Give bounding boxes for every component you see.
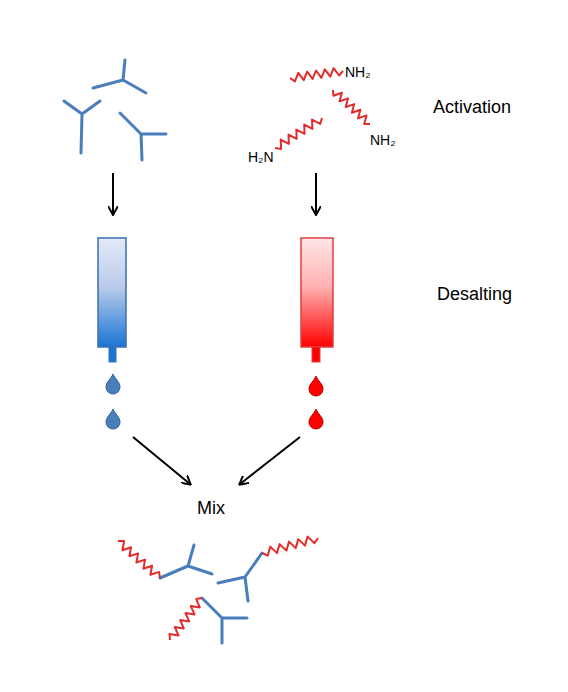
droplet: [309, 409, 323, 429]
antibody-group: [64, 60, 262, 643]
step-label: Activation: [433, 98, 511, 116]
column-tip: [312, 347, 320, 362]
amine-label: H₂N: [248, 150, 274, 164]
droplet: [309, 376, 323, 396]
droplet-group: [106, 374, 323, 429]
desalting-column: [301, 238, 333, 347]
column-tip: [109, 347, 116, 362]
antibody-shape: [160, 545, 212, 578]
droplet: [106, 374, 120, 394]
droplet: [106, 409, 120, 429]
peptide-chain: [170, 598, 203, 640]
step-label: Mix: [197, 499, 225, 517]
amine-label: NH₂: [370, 133, 396, 147]
peptide-chain: [275, 118, 322, 149]
flow-arrow: [240, 437, 300, 484]
flow-arrow: [112, 173, 114, 214]
amine-label: NH₂: [345, 65, 371, 79]
antibody-shape: [218, 553, 262, 601]
flow-arrow: [133, 437, 190, 484]
antibody-shape: [202, 598, 247, 643]
peptide-chain: [262, 537, 318, 556]
antibody-shape: [64, 101, 100, 153]
peptide-group: [118, 68, 370, 640]
antibody-shape: [93, 60, 146, 93]
peptide-chain: [118, 541, 160, 578]
peptide-chain: [333, 90, 370, 124]
peptide-chain: [290, 68, 343, 81]
desalting-column: [98, 238, 126, 347]
antibody-shape: [120, 113, 166, 160]
flow-arrow: [315, 173, 317, 214]
step-label: Desalting: [437, 285, 512, 303]
